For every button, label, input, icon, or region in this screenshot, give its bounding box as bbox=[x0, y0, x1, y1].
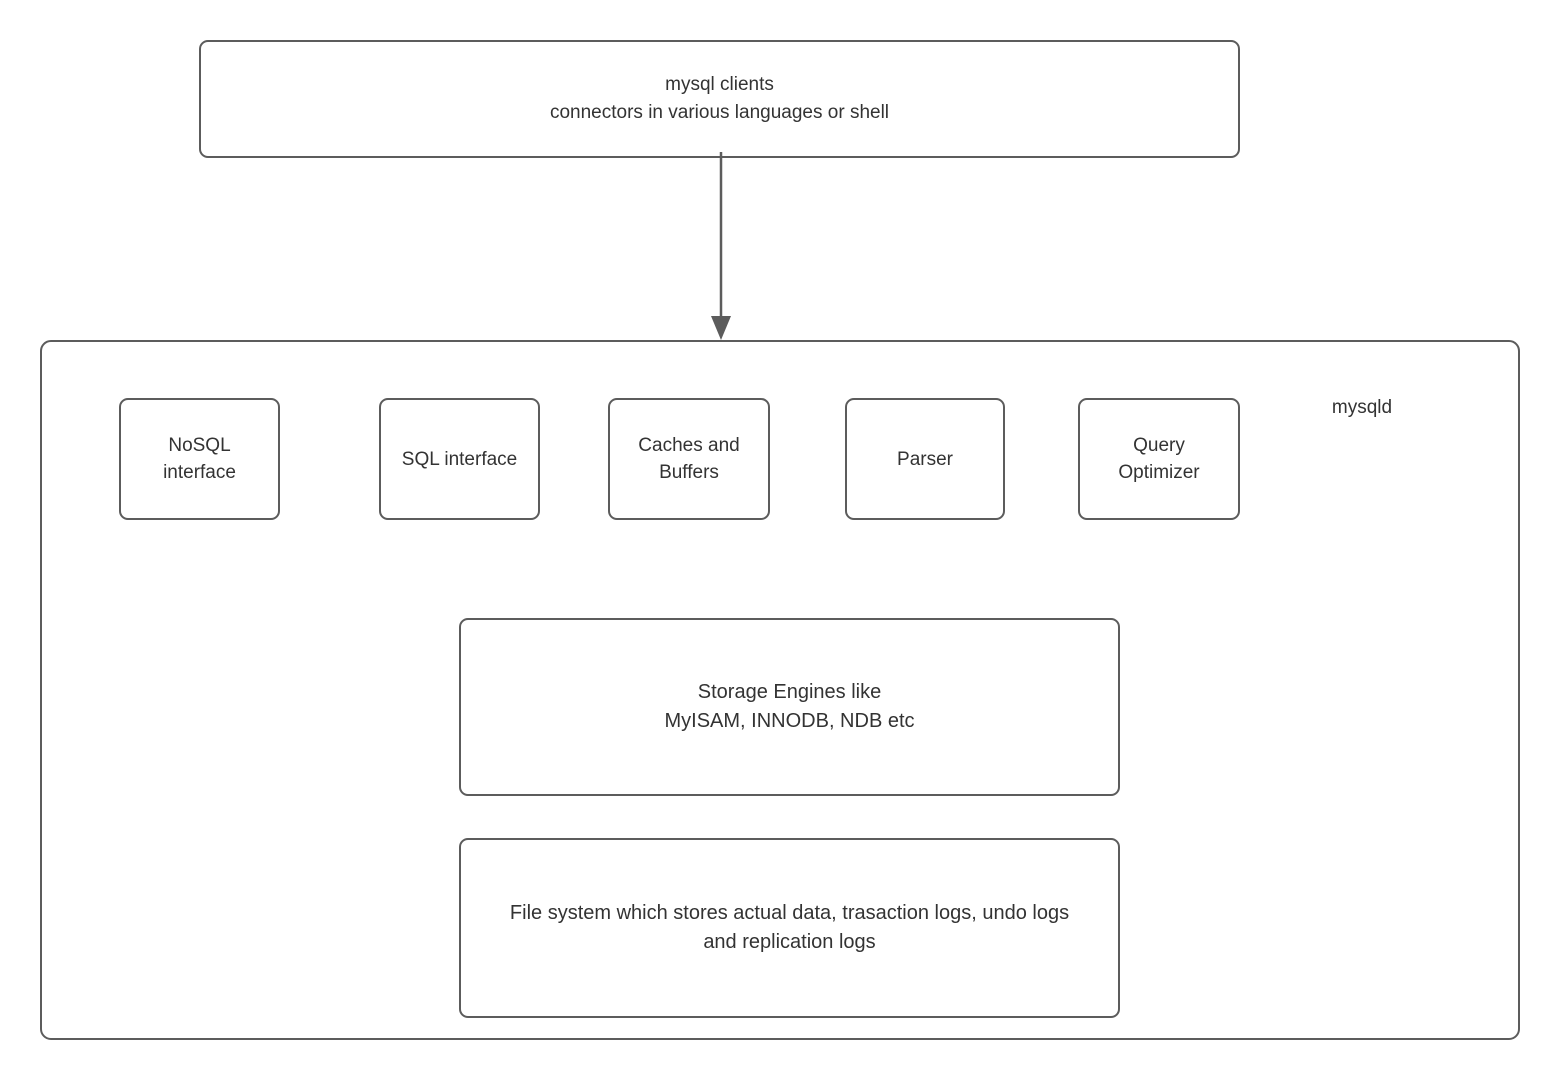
caches-and-buffers-label: Caches and Buffers bbox=[638, 435, 740, 483]
mysql-clients-label: mysql clients connectors in various lang… bbox=[549, 74, 890, 123]
mysqld-container-label: mysqld bbox=[1331, 397, 1393, 418]
parser-box[interactable]: Parser bbox=[845, 398, 1005, 520]
storage-engines-label: Storage Engines like MyISAM, INNODB, NDB… bbox=[664, 681, 915, 732]
clients-to-mysqld-arrow bbox=[711, 152, 731, 340]
caches-and-buffers-box[interactable]: Caches and Buffers bbox=[608, 398, 770, 520]
file-system-box[interactable]: File system which stores actual data, tr… bbox=[459, 838, 1120, 1018]
query-optimizer-box[interactable]: Query Optimizer bbox=[1078, 398, 1240, 520]
arrowhead-icon bbox=[711, 316, 731, 340]
sql-interface-box[interactable]: SQL interface bbox=[379, 398, 540, 520]
file-system-label: File system which stores actual data, tr… bbox=[509, 902, 1070, 953]
nosql-interface-box[interactable]: NoSQL interface bbox=[119, 398, 280, 520]
storage-engines-box[interactable]: Storage Engines like MyISAM, INNODB, NDB… bbox=[459, 618, 1120, 796]
nosql-interface-label: NoSQL interface bbox=[163, 435, 236, 483]
parser-label: Parser bbox=[897, 448, 953, 470]
mysql-clients-box[interactable]: mysql clients connectors in various lang… bbox=[199, 40, 1240, 158]
sql-interface-label: SQL interface bbox=[401, 448, 518, 470]
query-optimizer-label: Query Optimizer bbox=[1118, 435, 1200, 483]
